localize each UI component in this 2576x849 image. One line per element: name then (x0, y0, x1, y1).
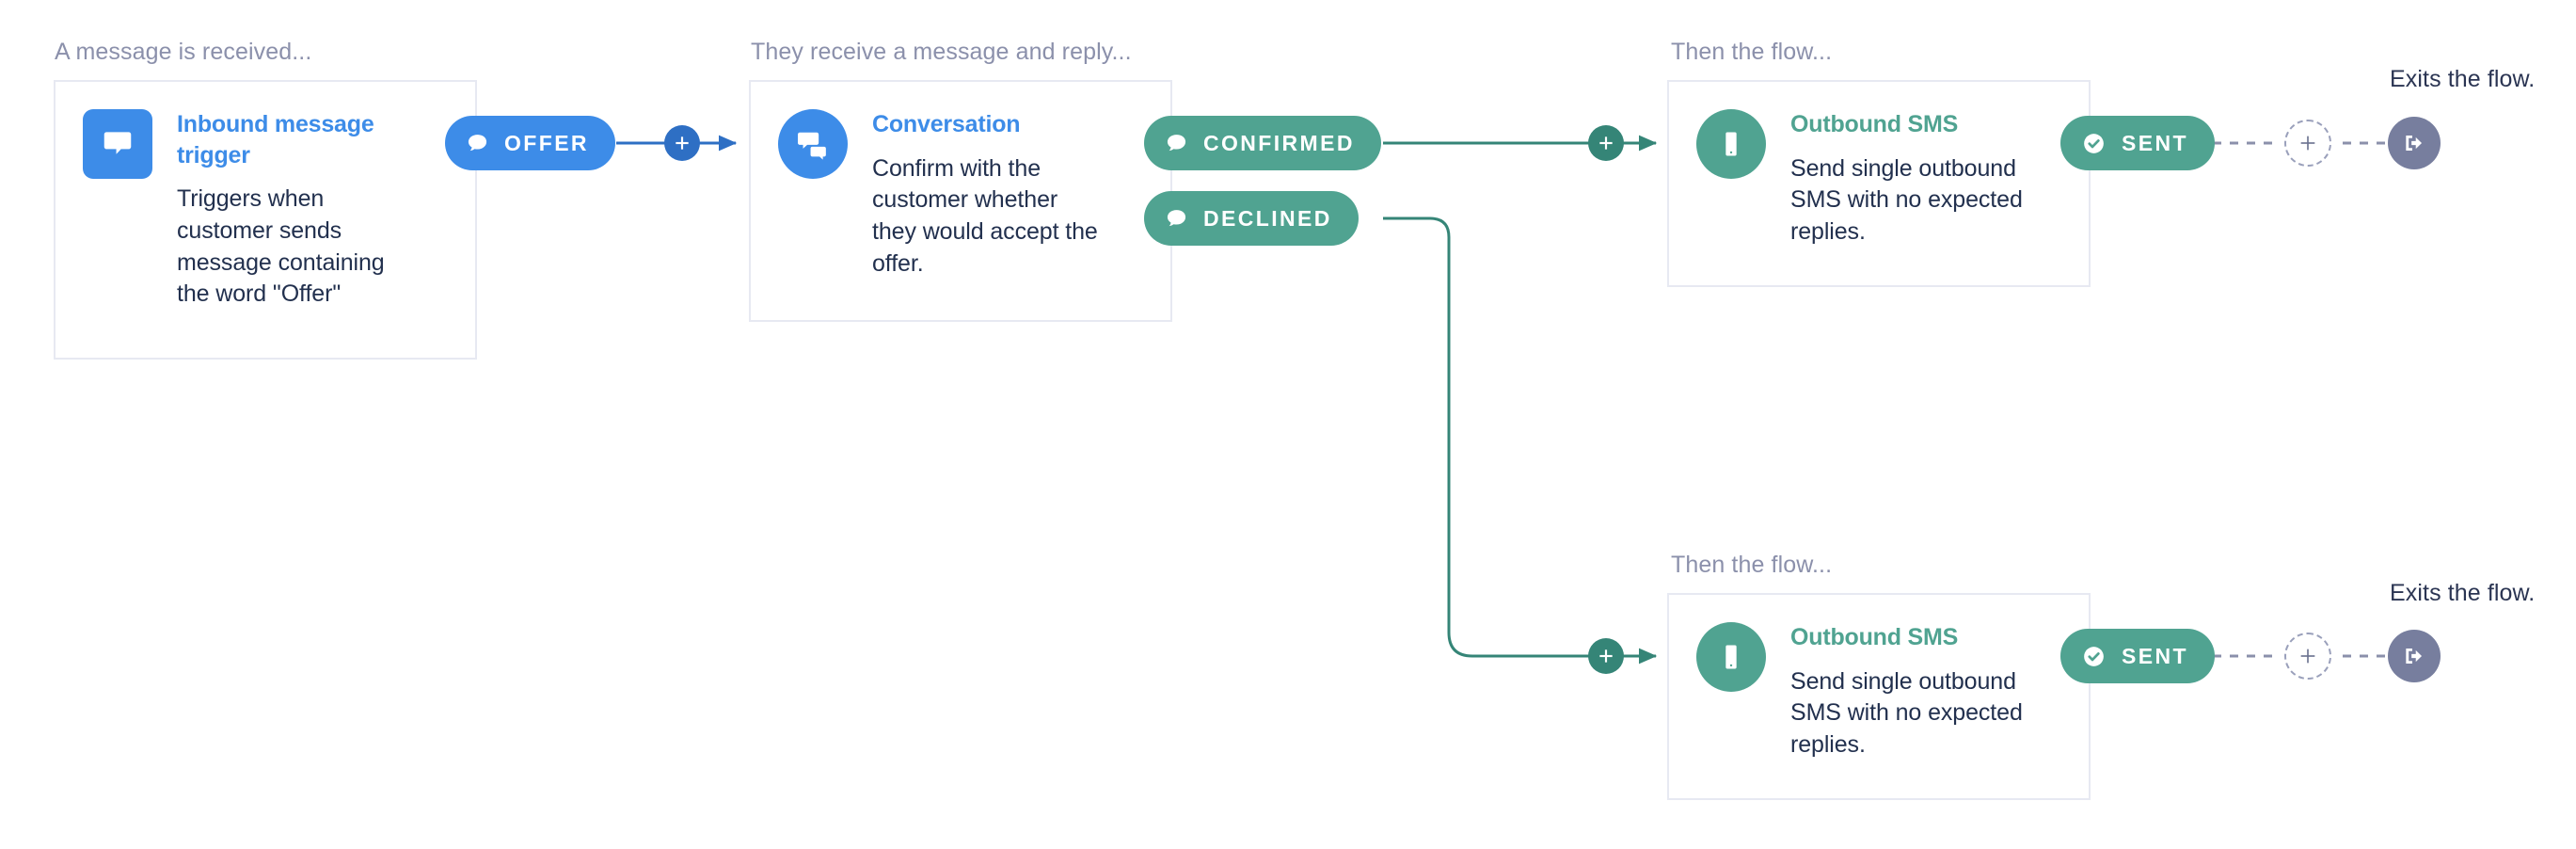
card-description: Send single outbound SMS with no expecte… (1790, 154, 2023, 246)
badge-declined[interactable]: DECLINED (1144, 191, 1359, 246)
card-body: Outbound SMS Send single outbound SMS wi… (1790, 109, 2026, 248)
add-step-before-sms-bottom-button[interactable] (1588, 638, 1624, 674)
check-circle-icon (2081, 644, 2107, 669)
card-conversation[interactable]: Conversation Confirm with the customer w… (749, 80, 1172, 322)
caption-conversation: They receive a message and reply... (751, 39, 1132, 65)
caption-exit-bottom: Exits the flow. (2390, 580, 2536, 606)
plus-icon (676, 136, 689, 150)
badge-sent-bottom[interactable]: SENT (2060, 629, 2215, 683)
chat-bubble-icon (466, 132, 489, 155)
add-step-before-sms-top-button[interactable] (1588, 125, 1624, 161)
badge-label: DECLINED (1203, 205, 1332, 231)
mobile-phone-icon (1696, 109, 1766, 179)
card-outbound-sms-top[interactable]: Outbound SMS Send single outbound SMS wi… (1667, 80, 2091, 287)
check-circle-icon (2081, 131, 2107, 156)
card-inner: Outbound SMS Send single outbound SMS wi… (1669, 595, 2089, 761)
caption-trigger: A message is received... (55, 39, 312, 65)
card-outbound-sms-bottom[interactable]: Outbound SMS Send single outbound SMS wi… (1667, 593, 2091, 800)
plus-icon (1599, 136, 1613, 150)
card-description: Confirm with the customer whether they w… (872, 154, 1098, 277)
card-body: Conversation Confirm with the customer w… (872, 109, 1107, 280)
mobile-phone-icon (1696, 622, 1766, 692)
caption-flow-bottom: Then the flow... (1671, 552, 1833, 578)
card-inner: Outbound SMS Send single outbound SMS wi… (1669, 82, 2089, 248)
plus-icon (2300, 649, 2315, 664)
caption-exit-top: Exits the flow. (2390, 66, 2536, 92)
badge-label: SENT (2122, 643, 2188, 668)
plus-icon (2300, 136, 2315, 151)
badge-label: OFFER (504, 130, 589, 155)
add-step-placeholder-bottom-button[interactable] (2284, 633, 2331, 680)
exit-arrow-icon (2406, 648, 2423, 665)
card-description: Send single outbound SMS with no expecte… (1790, 667, 2023, 759)
card-title: Outbound SMS (1790, 624, 1959, 650)
card-title: Conversation (872, 111, 1021, 137)
inbound-message-icon (83, 109, 152, 179)
exit-arrow-icon (2406, 135, 2423, 152)
conversation-bubbles-icon (778, 109, 848, 179)
card-inbound-message-trigger[interactable]: Inbound message trigger Triggers when cu… (54, 80, 477, 360)
badge-confirmed[interactable]: CONFIRMED (1144, 116, 1381, 170)
card-title: Outbound SMS (1790, 111, 1959, 137)
badge-sent-top[interactable]: SENT (2060, 116, 2215, 170)
plus-icon (1599, 649, 1613, 663)
wire-declined-to-sms-bottom (1383, 216, 1658, 665)
card-body: Outbound SMS Send single outbound SMS wi… (1790, 622, 2026, 761)
exit-flow-node-top[interactable] (2388, 117, 2441, 169)
card-inner: Inbound message trigger Triggers when cu… (56, 82, 475, 311)
caption-flow-top: Then the flow... (1671, 39, 1833, 65)
card-title: Inbound message trigger (177, 111, 374, 168)
card-body: Inbound message trigger Triggers when cu… (177, 109, 412, 311)
card-description: Triggers when customer sends message con… (177, 185, 385, 308)
chat-bubble-icon (1165, 132, 1188, 155)
badge-offer[interactable]: OFFER (445, 116, 615, 170)
card-inner: Conversation Confirm with the customer w… (751, 82, 1170, 280)
add-step-after-offer-button[interactable] (664, 125, 700, 161)
badge-label: SENT (2122, 130, 2188, 155)
chat-bubble-icon (1165, 207, 1188, 231)
add-step-placeholder-top-button[interactable] (2284, 120, 2331, 167)
exit-flow-node-bottom[interactable] (2388, 630, 2441, 682)
badge-label: CONFIRMED (1203, 130, 1355, 155)
